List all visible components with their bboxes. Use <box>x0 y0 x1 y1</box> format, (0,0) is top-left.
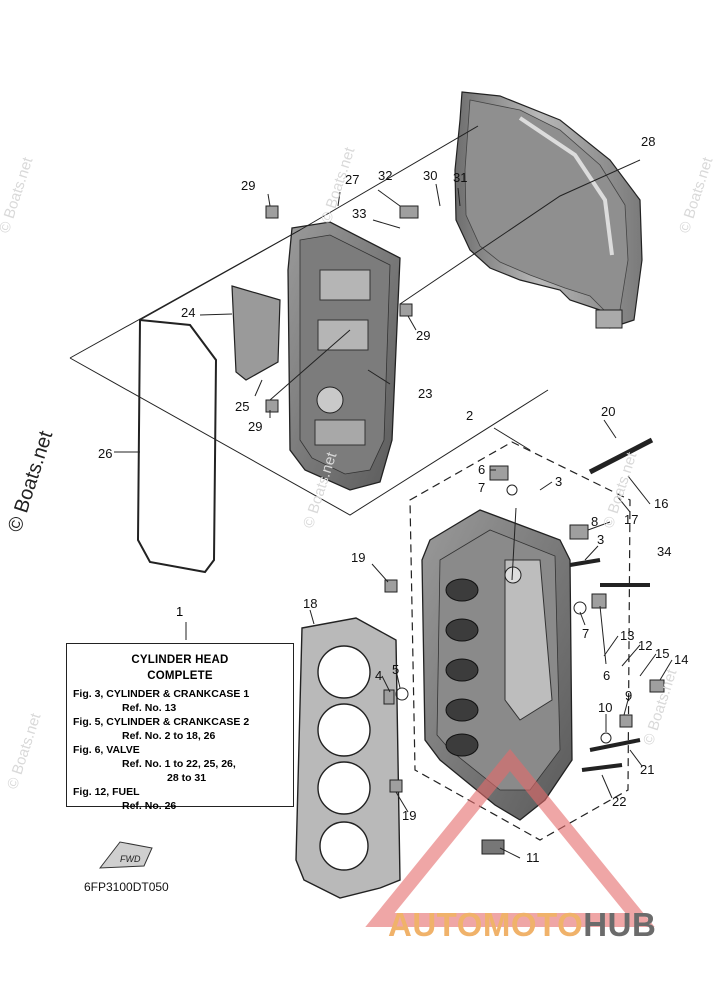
brand-triangle <box>365 748 655 927</box>
callout: 9 <box>625 688 632 703</box>
legend-line: Ref. No. 13 <box>122 702 177 714</box>
callout: 3 <box>597 532 604 547</box>
legend-title-1: CYLINDER HEAD <box>131 654 229 666</box>
callout: 11 <box>526 850 540 865</box>
diagram-code: 6FP3100DT050 <box>84 880 169 894</box>
legend-line: Fig. 6, VALVE <box>73 744 140 756</box>
callout: 8 <box>591 514 598 529</box>
plate-24-shape <box>231 285 281 381</box>
callout: 22 <box>612 794 626 809</box>
legend-ref-number: 1 <box>176 604 184 619</box>
callout: 25 <box>235 399 249 414</box>
dashed-group-2 <box>409 441 631 841</box>
legend-line: 28 to 31 <box>167 772 207 784</box>
callout: 16 <box>654 496 668 511</box>
callout: 29 <box>248 419 262 434</box>
cylinder-head-cover-shape <box>454 91 643 329</box>
callout: 6 <box>603 668 610 683</box>
callout: 32 <box>378 168 392 183</box>
legend-line: Ref. No. 1 to 22, 25, 26, <box>122 758 236 770</box>
callout: 14 <box>674 652 688 667</box>
legend-line: Ref. No. 26 <box>122 800 177 812</box>
callout: 29 <box>416 328 430 343</box>
callout: 6 <box>478 462 485 477</box>
callout: 26 <box>98 446 112 461</box>
callout: 10 <box>598 700 612 715</box>
callout: 19 <box>351 550 365 565</box>
callout: 7 <box>478 480 485 495</box>
legend-line: Fig. 3, CYLINDER & CRANKCASE 1 <box>73 688 250 700</box>
callout: 13 <box>620 628 634 643</box>
callout: 5 <box>392 662 399 677</box>
callout: 18 <box>303 596 317 611</box>
fwd-arrow: FWD <box>98 841 153 869</box>
cylinder-head-cover-23-shape <box>287 221 401 491</box>
callout: 21 <box>640 762 654 777</box>
legend-line: Ref. No. 2 to 18, 26 <box>122 730 216 742</box>
small-parts <box>265 205 665 855</box>
callout: 15 <box>655 646 669 661</box>
callout: 7 <box>582 626 589 641</box>
leader-lines <box>69 125 673 859</box>
callout: 33 <box>352 206 366 221</box>
legend-line: Fig. 5, CYLINDER & CRANKCASE 2 <box>73 716 250 728</box>
brand-part-2: HUB <box>583 906 657 943</box>
callout: 3 <box>555 474 562 489</box>
callout: 17 <box>624 512 638 527</box>
legend-line: Fig. 12, FUEL <box>73 786 140 798</box>
callout: 34 <box>657 544 671 559</box>
legend-title-2: COMPLETE <box>147 670 213 682</box>
cylinder-head-block-shape <box>421 509 573 821</box>
callout: 23 <box>418 386 432 401</box>
callout: 2 <box>466 408 473 423</box>
callout: 4 <box>375 668 382 683</box>
callout-numbers: 28 29 27 32 30 31 33 24 29 25 23 29 26 2… <box>98 134 688 865</box>
legend-box: CYLINDER HEAD COMPLETE Fig. 3, CYLINDER … <box>66 643 294 812</box>
callout: 30 <box>423 168 437 183</box>
fwd-label: FWD <box>120 854 141 864</box>
callout: 31 <box>453 170 467 185</box>
head-gasket-18-shape <box>295 617 401 899</box>
callout: 19 <box>402 808 416 823</box>
brand-logo: AUTOMOTOHUB <box>388 906 656 944</box>
brand-part-1: AUTOMOTO <box>388 906 584 943</box>
callout: 28 <box>641 134 655 149</box>
callout: 29 <box>241 178 255 193</box>
callout: 20 <box>601 404 615 419</box>
gasket-26-shape <box>136 318 218 574</box>
callout: 24 <box>181 305 195 320</box>
callout: 12 <box>638 638 652 653</box>
callout: 27 <box>345 172 359 187</box>
